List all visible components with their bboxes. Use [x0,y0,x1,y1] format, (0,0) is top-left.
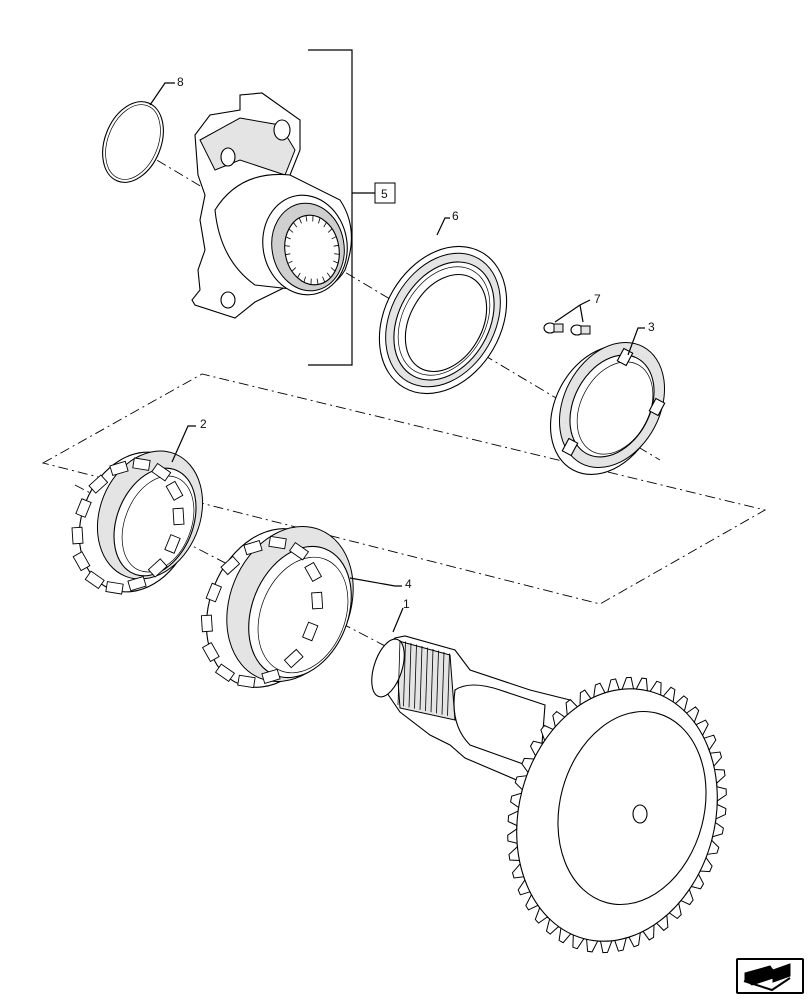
shaft-spline [425,647,428,712]
bearing-roller [84,570,105,590]
spline-tooth [323,222,327,228]
shaft-spline [436,650,439,714]
callout-8: 8 [177,75,184,89]
bearing-roller [288,541,310,561]
part-1-pinion-gear-shaft [371,635,727,954]
callout-2: 2 [200,417,207,431]
bearing-roller [283,648,304,669]
callout-box-5 [374,182,396,204]
bearing-roller [205,582,223,603]
shaft-spline [408,642,412,708]
shaft-spline [414,644,417,709]
callout-1: 1 [403,597,410,611]
part-8-cover-disc [102,101,164,183]
bearing-roller [88,474,109,494]
bearing-roller [301,621,319,642]
bearing-roller [200,614,213,633]
spline-tooth [334,253,340,255]
spline-tooth [327,228,333,233]
bearing-roller [261,668,281,684]
spline-tooth [285,253,291,256]
part-4-tapered-bearing [200,525,354,689]
next-page-arrow-icon[interactable] [736,958,804,994]
bearing-roller [165,480,184,501]
part-7-screws [543,322,591,336]
bearing-roller [132,457,151,471]
spline-tooth [291,267,297,272]
bearing-roller [243,540,263,556]
leader-lines [149,82,645,633]
spline-tooth [305,215,308,222]
bearing-rollers [71,457,185,595]
spline-tooth [333,260,339,264]
callout-7: 7 [594,292,601,306]
shaft-spline [403,641,406,707]
bearing-roller [147,558,168,578]
shaft-spline [397,639,401,706]
spline-tooth [285,236,291,240]
bearing-roller [237,674,256,689]
shaft-splines [397,639,450,716]
spline-tooth [303,276,306,283]
callout-5: 5 [381,187,388,201]
bearing-roller [268,535,287,550]
shaft-spline [430,648,434,713]
part-5-flange-yoke [191,92,352,319]
bearing-roller [75,498,92,518]
bearing-roller [105,581,124,595]
part-3-slotted-nut [549,342,666,476]
bearing-rollers [200,535,324,689]
callout-4: 4 [405,577,412,591]
part-6-seal [378,245,508,395]
spline-tooth [297,272,301,278]
bearing-roller [109,460,129,477]
bearing-roller [311,591,324,610]
bearing-roller [304,561,323,582]
part-2-tapered-bearing [71,450,204,595]
spline-tooth [322,276,326,283]
callout-3: 3 [648,320,655,334]
shaft-spline [441,651,445,715]
spline-tooth [288,228,294,233]
yoke-internal-splines [284,215,340,285]
callout-6: 6 [452,209,459,223]
bearing-roller [214,663,236,683]
spline-tooth [333,244,339,247]
spline-tooth [284,245,290,247]
spline-tooth [318,217,321,224]
spline-tooth [298,217,302,224]
assembly-bracket [308,49,396,366]
bearing-roller [151,462,172,482]
spline-tooth [331,236,337,240]
shaft-spline [447,653,450,716]
bearing-roller [127,575,147,592]
bearing-roller [220,555,241,576]
bearing-roller [71,526,84,545]
spline-tooth [326,272,331,278]
spline-tooth [293,222,298,228]
bearing-roller [172,507,185,526]
spline-tooth [330,267,336,272]
bearing-roller [201,642,220,663]
spline-tooth [316,278,319,285]
shaft-spline [419,645,423,710]
bearing-roller [72,551,91,572]
kit-outline [41,373,767,605]
spline-tooth [287,260,293,264]
bearing-roller [164,534,181,554]
